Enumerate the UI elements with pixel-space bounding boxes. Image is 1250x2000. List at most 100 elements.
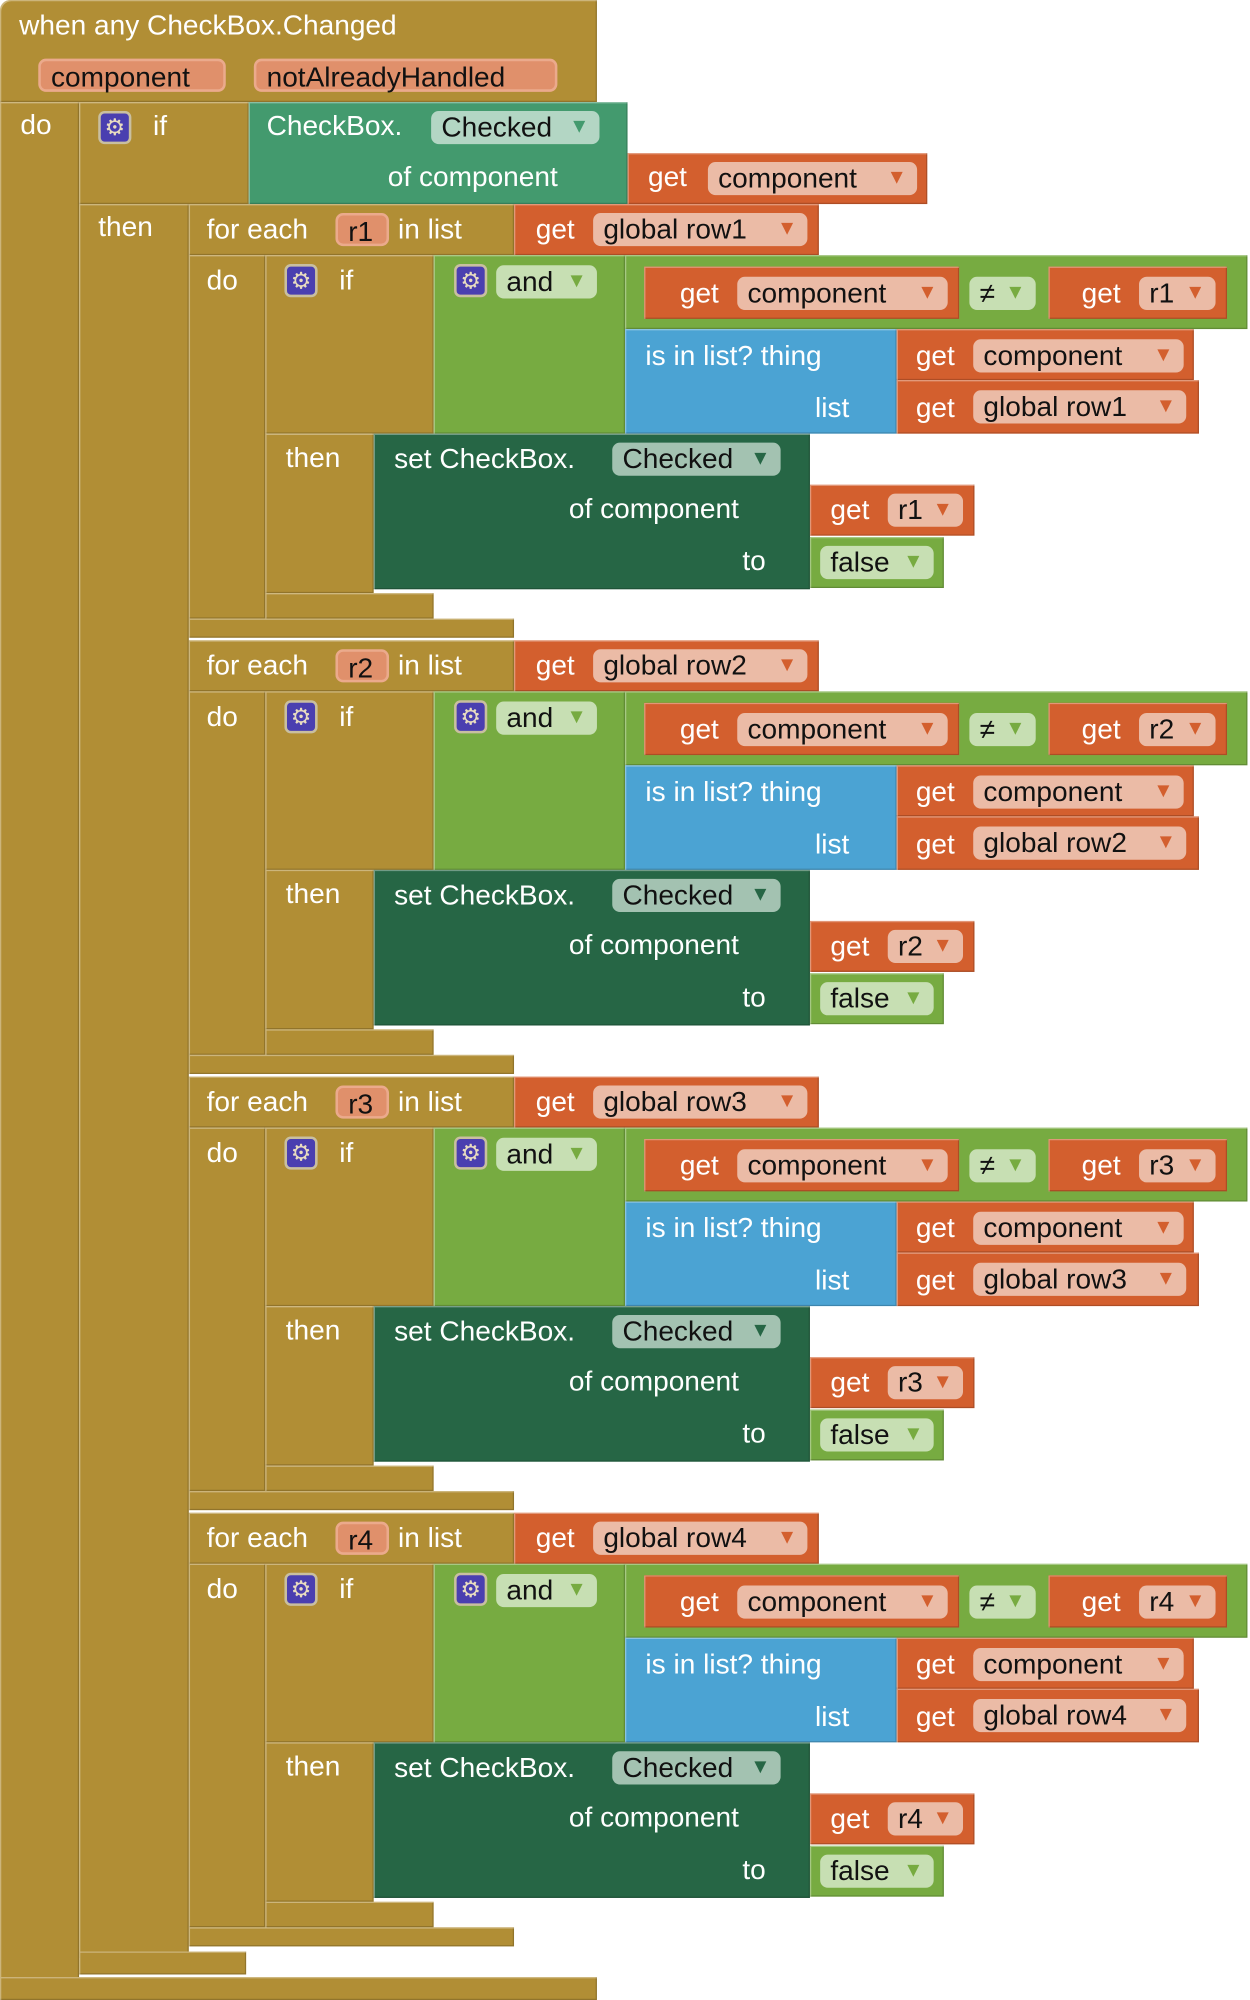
gear-icon[interactable]: ⚙	[284, 264, 318, 298]
boolean-dropdown[interactable]: false▼	[820, 982, 934, 1016]
property-dropdown-label: Checked	[622, 1315, 734, 1347]
gear-icon[interactable]: ⚙	[454, 700, 488, 734]
property-dropdown[interactable]: Checked▼	[612, 1315, 781, 1349]
variable-dropdown[interactable]: component▼	[737, 1149, 948, 1183]
dropdown-arrow-icon: ▼	[903, 1859, 924, 1882]
loop-variable[interactable]: r2	[335, 649, 390, 684]
list-label: list	[815, 1700, 850, 1733]
list-variable-dropdown[interactable]: global row2▼	[973, 826, 1187, 860]
list-variable-dropdown[interactable]: global row3▼	[973, 1262, 1187, 1296]
gear-icon[interactable]: ⚙	[454, 1136, 488, 1170]
variable-dropdown[interactable]: component▼	[973, 775, 1184, 809]
gear-icon[interactable]: ⚙	[454, 1572, 488, 1606]
for-each-do-column	[188, 691, 266, 1055]
variable-dropdown[interactable]: r1▼	[1139, 276, 1216, 310]
set-prefix-label: set CheckBox.	[394, 1751, 576, 1784]
if-bottom	[265, 1465, 434, 1492]
for-each-label: for each	[206, 1521, 309, 1554]
param-component[interactable]: component	[38, 58, 226, 93]
if-bottom	[265, 593, 434, 619]
get-label: get	[647, 160, 687, 193]
is-in-list-block[interactable]	[624, 1201, 897, 1307]
get-label: get	[535, 1085, 575, 1118]
get-label: get	[679, 713, 719, 745]
variable-dropdown[interactable]: r1▼	[887, 493, 964, 527]
gear-icon[interactable]: ⚙	[284, 1136, 318, 1170]
variable-dropdown[interactable]: component▼	[707, 161, 918, 196]
operator-dropdown[interactable]: ≠▼	[969, 1149, 1036, 1183]
list-variable-dropdown[interactable]: global row3▼	[593, 1085, 808, 1119]
loop-variable-label: r1	[348, 215, 374, 248]
loop-variable[interactable]: r1	[335, 213, 390, 248]
variable-dropdown[interactable]: component▼	[737, 276, 948, 310]
variable-dropdown[interactable]: component▼	[973, 339, 1184, 373]
variable-dropdown[interactable]: r2▼	[1139, 713, 1216, 747]
do-label: do	[20, 108, 52, 141]
dropdown-arrow-icon: ▼	[1153, 344, 1174, 367]
property-dropdown[interactable]: Checked▼	[612, 878, 781, 912]
variable-dropdown[interactable]: component▼	[973, 1647, 1184, 1682]
dropdown-arrow-icon: ▼	[903, 987, 924, 1009]
boolean-dropdown[interactable]: false▼	[820, 1418, 934, 1452]
variable-dropdown[interactable]: r4▼	[1139, 1585, 1216, 1619]
variable-dropdown[interactable]: component▼	[973, 1211, 1184, 1245]
list-variable-dropdown[interactable]: global row1▼	[973, 390, 1187, 424]
to-label: to	[742, 1417, 766, 1449]
loop-variable[interactable]: r3	[335, 1085, 390, 1120]
to-label: to	[742, 1853, 766, 1886]
variable-dropdown-label: component	[747, 276, 887, 309]
and-dropdown[interactable]: and▼	[496, 701, 597, 735]
is-in-list-block[interactable]	[624, 1637, 897, 1743]
in-list-label: in list	[397, 1521, 462, 1554]
property-dropdown[interactable]: Checked▼	[612, 1751, 781, 1785]
then-label: then	[98, 210, 153, 243]
of-component-label: of component	[568, 1801, 739, 1833]
boolean-dropdown[interactable]: false▼	[820, 545, 934, 580]
variable-dropdown[interactable]: component▼	[737, 1585, 948, 1619]
list-variable-dropdown[interactable]: global row1▼	[593, 213, 808, 247]
for-each-do-column	[188, 1563, 266, 1928]
dropdown-arrow-icon: ▼	[917, 1154, 938, 1177]
get-label: get	[830, 493, 870, 526]
list-variable-dropdown[interactable]: global row2▼	[593, 649, 808, 683]
gear-icon[interactable]: ⚙	[284, 700, 318, 734]
for-each-do-column	[188, 1127, 266, 1492]
property-dropdown[interactable]: Checked▼	[431, 110, 600, 145]
operator-dropdown[interactable]: ≠▼	[969, 276, 1036, 310]
list-variable-dropdown[interactable]: global row4▼	[973, 1698, 1187, 1733]
variable-dropdown[interactable]: component▼	[737, 713, 948, 747]
gear-icon[interactable]: ⚙	[454, 264, 488, 298]
and-dropdown[interactable]: and▼	[496, 1573, 597, 1608]
gear-icon[interactable]: ⚙	[284, 1572, 318, 1606]
of-component-label: of component	[568, 928, 739, 961]
is-in-list-block[interactable]	[624, 765, 897, 870]
is-in-list-block[interactable]	[624, 329, 897, 434]
variable-dropdown-label: r3	[897, 1366, 923, 1398]
variable-dropdown[interactable]: r2▼	[887, 929, 964, 964]
get-label: get	[830, 1802, 870, 1835]
operator-dropdown[interactable]: ≠▼	[969, 1585, 1036, 1619]
and-dropdown[interactable]: and▼	[496, 265, 597, 299]
list-variable-dropdown[interactable]: global row4▼	[593, 1521, 808, 1555]
get-label: get	[535, 1521, 575, 1554]
and-dropdown-label: and	[506, 701, 554, 734]
variable-dropdown[interactable]: r4▼	[887, 1802, 964, 1836]
loop-variable[interactable]: r4	[335, 1521, 390, 1556]
operator-dropdown[interactable]: ≠▼	[969, 713, 1036, 747]
list-label: list	[815, 827, 850, 860]
dropdown-arrow-icon: ▼	[932, 934, 953, 957]
property-dropdown[interactable]: Checked▼	[612, 442, 781, 476]
then-label: then	[285, 441, 341, 474]
set-prefix-label: set CheckBox.	[394, 878, 576, 911]
list-variable-dropdown-label: global row2	[983, 826, 1127, 859]
and-dropdown[interactable]: and▼	[496, 1137, 597, 1171]
variable-dropdown[interactable]: r3▼	[1139, 1149, 1216, 1183]
variable-dropdown[interactable]: r3▼	[887, 1366, 964, 1400]
gear-icon[interactable]: ⚙	[98, 110, 132, 145]
param-not-already-handled[interactable]: notAlreadyHandled	[253, 58, 558, 93]
get-label: get	[1081, 1585, 1121, 1618]
dropdown-arrow-icon: ▼	[1155, 1267, 1177, 1290]
list-variable-dropdown-label: global row4	[603, 1521, 747, 1554]
boolean-dropdown[interactable]: false▼	[820, 1854, 934, 1888]
